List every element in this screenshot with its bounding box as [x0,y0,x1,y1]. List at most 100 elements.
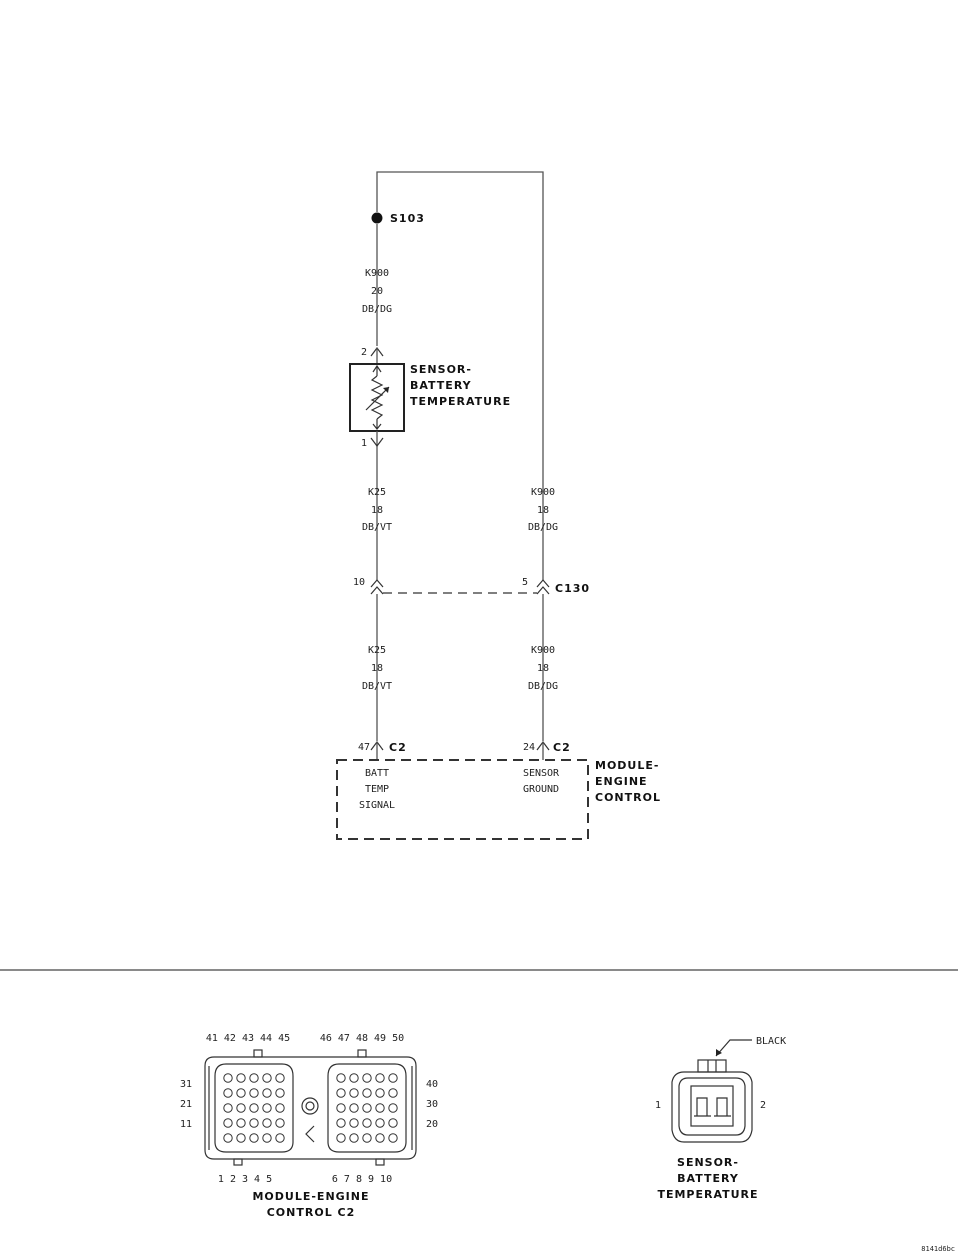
svg-text:31: 31 [180,1079,192,1090]
pcm-name-line-3: CONTROL [595,791,661,804]
terminal-hole [262,1073,272,1083]
svg-text:GROUND: GROUND [523,784,559,795]
terminal-hole [262,1103,272,1113]
c130-label: C130 [555,582,590,595]
terminal-hole [362,1133,372,1143]
pcm-pin-47: 47 [358,742,370,753]
terminal-hole [236,1073,246,1083]
terminal-hole [388,1133,398,1143]
terminal-hole [336,1073,346,1083]
splice-dot [371,212,383,224]
thermistor-zigzag [370,375,384,420]
terminal-hole [336,1103,346,1113]
wire-top-circuit: K900 [365,268,389,279]
wire-label-right-upper: K900 18 DB/DG [528,487,558,533]
c2-center-bolt [301,1097,319,1115]
svg-text:DB/DG: DB/DG [528,681,558,692]
svg-text:30: 30 [426,1099,438,1110]
svg-text:K25: K25 [368,645,386,656]
terminal-hole [249,1133,259,1143]
svg-text:46 47 48 49 50: 46 47 48 49 50 [320,1033,404,1044]
terminal-hole [236,1118,246,1128]
wire-label-left-upper: K25 18 DB/VT [362,487,392,533]
wire-label-left-lower: K25 18 DB/VT [362,645,392,692]
terminal-hole [362,1103,372,1113]
sensor-connector-pin-2: 2 [760,1100,766,1111]
terminal-hole [336,1133,346,1143]
terminal-hole [388,1118,398,1128]
terminal-hole [275,1133,285,1143]
pcm-pin-24-conn: C2 [553,741,571,754]
c2-connector-view: 41 42 43 44 45 46 47 48 49 50 31 21 11 4… [180,1033,438,1219]
terminal-hole [223,1073,233,1083]
svg-text:21: 21 [180,1099,192,1110]
wire-top-gauge: 20 [371,286,383,297]
terminal-hole [375,1103,385,1113]
svg-text:TEMP: TEMP [365,784,389,795]
wire-top-color: DB/DG [362,304,392,315]
sensor-connector-pin-1: 1 [655,1100,661,1111]
svg-text:K900: K900 [531,487,555,498]
c2-shell [204,1056,417,1160]
terminal-hole [262,1118,272,1128]
sensor-pin-2: 2 [361,347,367,358]
pcm-name-line-2: ENGINE [595,775,648,788]
terminal-hole [362,1118,372,1128]
terminal-hole [249,1073,259,1083]
svg-text:K900: K900 [531,645,555,656]
svg-text:20: 20 [426,1119,438,1130]
wires [376,171,544,741]
terminal-hole [223,1103,233,1113]
figure-id: 8141d6bc [921,1245,955,1253]
terminal-hole [262,1088,272,1098]
svg-text:SENSOR-: SENSOR- [677,1156,739,1169]
c130-pin-5: 5 [522,577,528,588]
terminal-hole [349,1088,359,1098]
battery-temp-sensor: 2 1 SENSOR- BATTERY TEMPERATURE [349,347,511,449]
sensor-name-line-3: TEMPERATURE [410,395,511,408]
svg-text:CONTROL C2: CONTROL C2 [267,1206,356,1219]
terminal-hole [349,1133,359,1143]
c130-pin-10: 10 [353,577,365,588]
svg-text:DB/VT: DB/VT [362,522,392,533]
svg-text:18: 18 [537,663,549,674]
terminal-hole [236,1133,246,1143]
wire-top-loop [376,171,544,580]
terminal-hole [236,1103,246,1113]
svg-text:K25: K25 [368,487,386,498]
sensor-pin-1: 1 [361,438,367,449]
svg-text:18: 18 [537,505,549,516]
terminal-hole [236,1088,246,1098]
c2-right-cavity [327,1063,407,1153]
svg-text:1 2 3 4 5: 1 2 3 4 5 [218,1174,272,1185]
svg-text:TEMPERATURE: TEMPERATURE [657,1188,758,1201]
terminal-hole [375,1073,385,1083]
terminal-hole [275,1073,285,1083]
svg-text:40: 40 [426,1079,438,1090]
sensor-name-line-1: SENSOR- [410,363,472,376]
terminal-hole [249,1103,259,1113]
terminal-hole [275,1118,285,1128]
sensor-connector-body [671,1071,753,1143]
splice-label: S103 [390,212,425,225]
sensor-connector-view: BLACK 1 2 SENSOR- BATTERY TEMPERATURE [655,1036,786,1201]
pcm-name-line-1: MODULE- [595,759,659,772]
connector-c130: 10 5 C130 [353,577,590,595]
svg-text:MODULE-ENGINE: MODULE-ENGINE [252,1190,369,1203]
wire-label-right-lower: K900 18 DB/DG [528,645,558,692]
svg-text:18: 18 [371,505,383,516]
terminal-hole [349,1118,359,1128]
pcm-module: 47 C2 24 C2 BATT TEMP SIGNAL SENSOR GROU… [336,741,661,840]
c2-terminal-holes [223,1073,398,1143]
pcm-pin-47-conn: C2 [389,741,407,754]
terminal-hole [223,1118,233,1128]
c2-left-cavity [214,1063,294,1153]
terminal-hole [275,1103,285,1113]
sensor-name-line-2: BATTERY [410,379,472,392]
svg-text:6 7 8 9 10: 6 7 8 9 10 [332,1174,392,1185]
terminal-hole [249,1118,259,1128]
connector-color-callout: BLACK [756,1036,786,1047]
svg-text:SENSOR: SENSOR [523,768,560,779]
svg-text:41 42 43 44 45: 41 42 43 44 45 [206,1033,290,1044]
